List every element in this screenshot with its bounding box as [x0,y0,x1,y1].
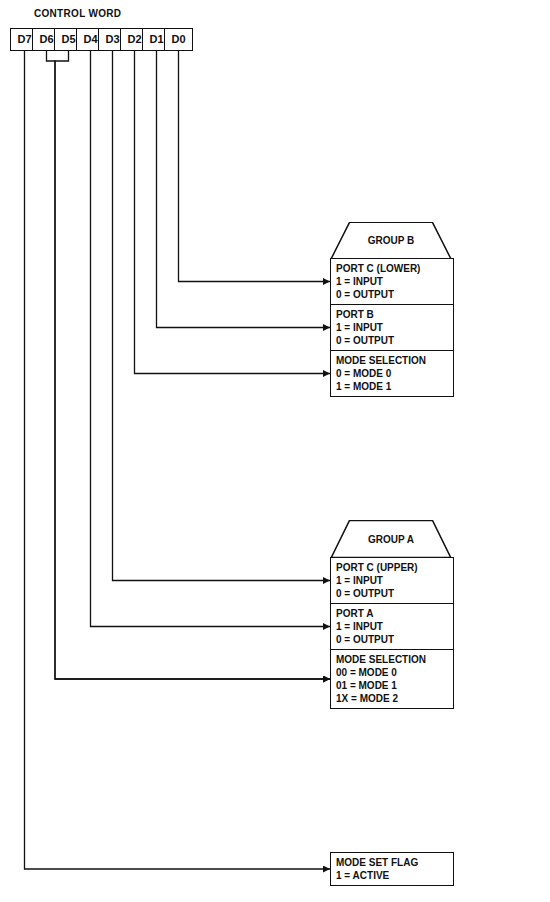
field-box: MODE SELECTION00 = MODE 001 = MODE 11X =… [330,649,454,709]
option-text: 0 = OUTPUT [336,633,448,646]
node-heading: PORT A [336,607,448,620]
field-box: PORT B1 = INPUT0 = OUTPUT [330,304,454,351]
option-text: 1 = ACTIVE [336,869,448,882]
option-text: 0 = OUTPUT [336,288,448,301]
node-heading: D2 [127,33,141,46]
option-text: 0 = OUTPUT [336,334,448,347]
node-heading: GROUP B [368,234,415,247]
node-heading: D7 [17,33,31,46]
connector-arrow [91,51,331,627]
option-text: 1 = INPUT [336,620,448,633]
connector-arrow [157,51,331,328]
group-header: GROUP A [330,520,452,558]
trapezoid-shape [331,222,451,258]
option-text: 01 = MODE 1 [336,679,448,692]
connector-arrow [135,51,331,374]
connector-arrow [47,51,331,679]
field-box: MODE SELECTION0 = MODE 01 = MODE 1 [330,350,454,397]
option-text: 1 = INPUT [336,574,448,587]
node-heading: PORT C (UPPER) [336,561,448,574]
diagram-title: CONTROL WORD [34,8,121,19]
node-heading: GROUP A [368,533,414,546]
connector-arrow [55,51,330,679]
field-box: PORT A1 = INPUT0 = OUTPUT [330,603,454,650]
option-text: 1 = INPUT [336,275,448,288]
trapezoid-shape [331,520,451,557]
group-header: GROUP B [330,222,452,259]
connector-arrow [113,51,331,581]
flag-box: MODE SET FLAG1 = ACTIVE [330,852,454,886]
node-heading: MODE SET FLAG [336,856,448,869]
option-text: 1 = MODE 1 [336,380,448,393]
node-heading: D5 [61,33,75,46]
option-text: 0 = MODE 0 [336,367,448,380]
bit-box: D0 [164,28,193,51]
option-text: 00 = MODE 0 [336,666,448,679]
connector-arrow [25,51,331,869]
option-text: 1X = MODE 2 [336,692,448,705]
node-heading: D1 [149,33,163,46]
node-heading: MODE SELECTION [336,354,448,367]
node-heading: MODE SELECTION [336,653,448,666]
node-heading: PORT C (LOWER) [336,262,448,275]
field-box: PORT C (LOWER)1 = INPUT0 = OUTPUT [330,258,454,305]
field-box: PORT C (UPPER)1 = INPUT0 = OUTPUT [330,557,454,604]
node-heading: D4 [83,33,97,46]
node-heading: D0 [171,33,185,46]
node-heading: D6 [39,33,53,46]
connector-arrow [179,51,331,282]
node-heading: PORT B [336,308,448,321]
option-text: 1 = INPUT [336,321,448,334]
node-heading: D3 [105,33,119,46]
option-text: 0 = OUTPUT [336,587,448,600]
